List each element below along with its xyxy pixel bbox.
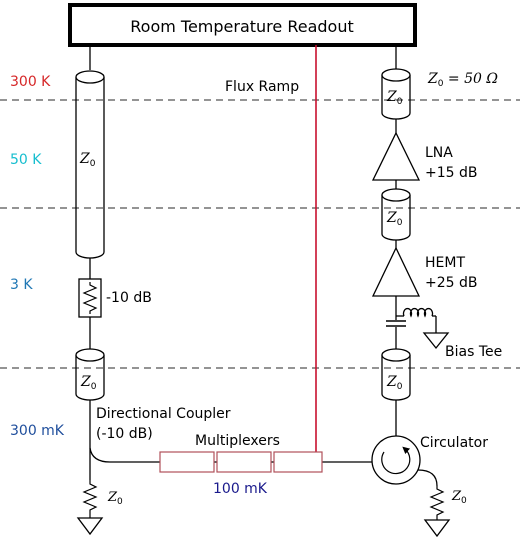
bias-tee-label: Bias Tee (445, 344, 502, 360)
right-ground-icon (423, 519, 451, 538)
stage-label-300k: 300 K (10, 74, 51, 90)
readout-title: Room Temperature Readout (130, 17, 354, 36)
circulator-arrow (381, 446, 411, 475)
right-coax-top (381, 68, 411, 120)
multiplexer-box-3 (273, 451, 323, 473)
directional-coupler-branch (89, 447, 160, 463)
lna-gain-label: +15 dB (425, 165, 478, 181)
impedance-equation: Z0 = 50 Ω (427, 71, 498, 89)
circulator-icon (371, 435, 421, 485)
circulator-label: Circulator (420, 435, 488, 451)
circulator-termination-wire (417, 469, 438, 487)
left-ground-icon (76, 517, 104, 536)
stage-label-300mk: 300 mK (10, 423, 65, 439)
bias-tee-inductor (402, 307, 434, 318)
left-short-coax (75, 348, 105, 401)
left-short-coax-z0: Z0 (80, 374, 97, 392)
right-coax-mid-z0: Z0 (386, 210, 403, 228)
multiplexer-temp-label: 100 mK (213, 481, 268, 497)
stage-label-50k: 50 K (10, 152, 42, 168)
long-coax-z0: Z0 (79, 151, 96, 169)
bias-tee-ground-icon (422, 332, 450, 350)
right-coax-lower-z0: Z0 (386, 374, 403, 392)
attenuator (78, 278, 102, 318)
hemt-name-label: HEMT (425, 255, 465, 271)
hemt-gain-label: +25 dB (425, 275, 478, 291)
stage-label-3k: 3 K (10, 277, 33, 293)
right-coax-lower (381, 348, 411, 401)
right-coax-top-z0: Z0 (386, 89, 403, 107)
readout-box (68, 3, 417, 47)
attenuator-label: -10 dB (106, 290, 152, 306)
right-termination-resistor (429, 486, 445, 520)
multiplexers-label: Multiplexers (195, 433, 280, 449)
multiplexer-box-1 (159, 451, 215, 473)
coupler-label-line2: (-10 dB) (96, 426, 153, 442)
left-termination-resistor (82, 480, 98, 518)
lna-amplifier-icon (371, 131, 421, 181)
long-coax-cable (75, 70, 105, 259)
hemt-amplifier-icon (371, 246, 421, 297)
left-termination-z0: Z0 (107, 490, 123, 507)
right-termination-z0: Z0 (451, 489, 467, 506)
coupler-label-line1: Directional Coupler (96, 406, 231, 422)
flux-ramp-label: Flux Ramp (225, 79, 299, 95)
lna-name-label: LNA (425, 145, 453, 161)
multiplexer-box-2 (216, 451, 272, 473)
right-coax-mid (381, 188, 411, 241)
